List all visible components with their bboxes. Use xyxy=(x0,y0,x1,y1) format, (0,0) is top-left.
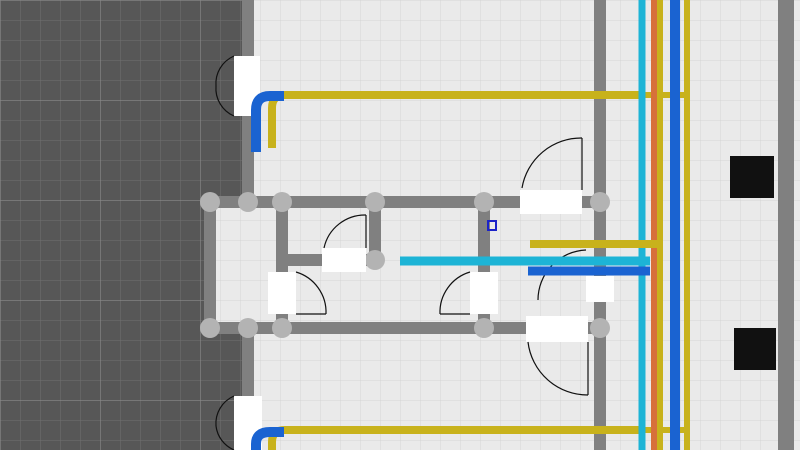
door-swing-icon[interactable] xyxy=(322,214,367,272)
wall-joint-icon[interactable] xyxy=(272,318,292,338)
pipes[interactable] xyxy=(251,0,690,450)
selection-square-icon[interactable] xyxy=(487,220,497,231)
doors[interactable] xyxy=(215,55,614,450)
wall-joint-icon[interactable] xyxy=(365,250,385,270)
door-swing-icon[interactable] xyxy=(526,316,589,396)
wall-joint-icon[interactable] xyxy=(272,192,292,212)
wall-joint-icon[interactable] xyxy=(238,192,258,212)
wall-joint-icon[interactable] xyxy=(474,192,494,212)
door-swing-icon[interactable] xyxy=(268,271,327,315)
door-swing-icon[interactable] xyxy=(520,137,583,214)
pipe-blue-top[interactable] xyxy=(251,91,284,152)
wall-joint-icon[interactable] xyxy=(365,192,385,212)
wall-far-right[interactable] xyxy=(778,0,794,450)
door-swing-icon[interactable] xyxy=(537,249,614,302)
fixture-block-bottom[interactable] xyxy=(734,328,776,370)
pipe-blue-bottom[interactable] xyxy=(251,427,284,450)
wall-joint-icon[interactable] xyxy=(200,192,220,212)
wall-joint-icon[interactable] xyxy=(238,318,258,338)
fixture-block-top[interactable] xyxy=(730,156,774,198)
wall-nodes[interactable] xyxy=(200,192,610,338)
wall-joint-icon[interactable] xyxy=(200,318,220,338)
door-swing-icon[interactable] xyxy=(439,271,498,315)
floor-area xyxy=(205,0,800,450)
wall-joint-icon[interactable] xyxy=(474,318,494,338)
wall-joint-icon[interactable] xyxy=(590,192,610,212)
wall-joint-icon[interactable] xyxy=(590,318,610,338)
